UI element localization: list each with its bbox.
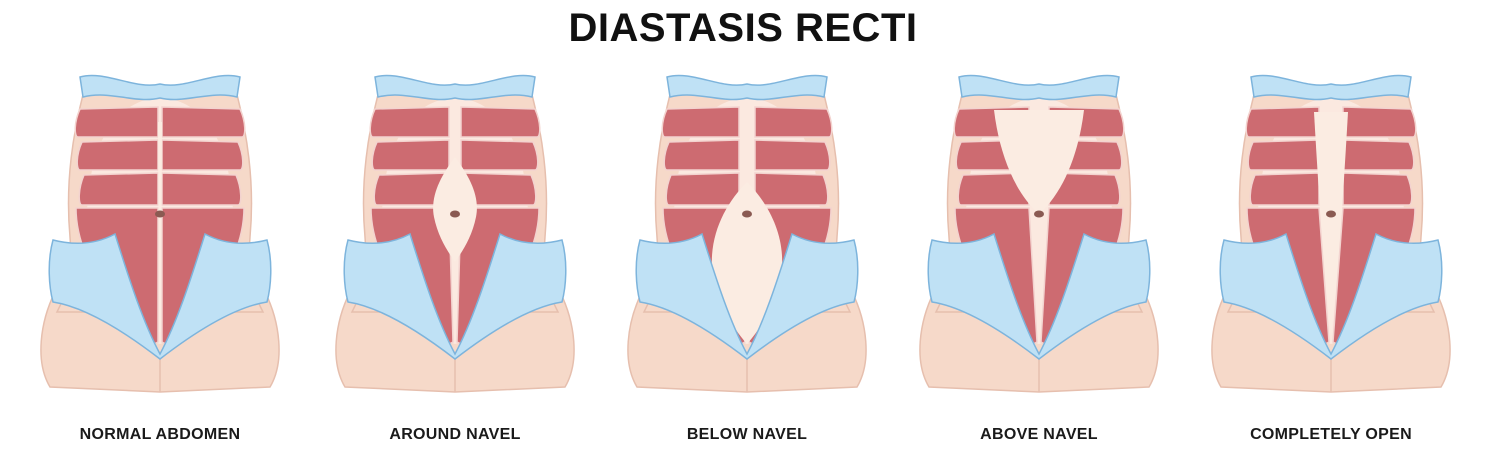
separation-gap bbox=[711, 182, 783, 344]
muscle-segment bbox=[371, 139, 450, 171]
muscle-segment bbox=[663, 139, 740, 171]
panel-label: NORMAL ABDOMEN bbox=[79, 426, 241, 443]
torso-below-navel-illustration bbox=[627, 74, 867, 393]
separation-gap bbox=[1314, 112, 1348, 337]
top-garment bbox=[958, 74, 1120, 101]
panel-below-navel: BELOW NAVEL bbox=[622, 62, 872, 462]
bottom-garment bbox=[1219, 232, 1443, 360]
muscle-segment bbox=[754, 139, 831, 171]
muscle-segment bbox=[754, 172, 829, 206]
bottom-garment bbox=[635, 232, 859, 360]
muscle-segment bbox=[665, 172, 740, 206]
top-garment bbox=[1250, 74, 1412, 101]
separation-gap bbox=[433, 157, 477, 262]
bottom-garment bbox=[48, 232, 272, 360]
muscle-segment bbox=[373, 172, 450, 206]
panel-label: AROUND NAVEL bbox=[389, 426, 521, 443]
muscle-segment bbox=[74, 106, 159, 138]
muscle-segment bbox=[460, 106, 541, 138]
muscle-segment bbox=[1249, 172, 1320, 206]
muscle-segment bbox=[460, 139, 539, 171]
panel-label: ABOVE NAVEL bbox=[980, 426, 1098, 443]
muscle-segment bbox=[1342, 172, 1413, 206]
top-garment bbox=[666, 74, 828, 101]
panel-label: BELOW NAVEL bbox=[686, 426, 808, 443]
top-garment bbox=[374, 74, 536, 101]
muscle-segment bbox=[78, 172, 159, 206]
panel-above-navel: ABOVE NAVEL bbox=[914, 62, 1164, 462]
muscle-segment bbox=[161, 139, 244, 171]
navel bbox=[1326, 210, 1336, 218]
separation-gap bbox=[994, 110, 1084, 214]
diagram-title: DIASTASIS RECTI bbox=[568, 6, 918, 50]
muscle-segment bbox=[369, 106, 450, 138]
muscle-segment bbox=[1247, 139, 1320, 171]
muscle-segment bbox=[1245, 106, 1320, 138]
muscle-segment bbox=[1048, 172, 1121, 206]
separation-gap bbox=[158, 122, 162, 332]
torso-normal-illustration bbox=[40, 74, 280, 393]
muscle-segment bbox=[161, 172, 242, 206]
panel-around-navel: AROUND NAVEL bbox=[330, 62, 580, 462]
panel-completely-open: COMPLETELY OPEN bbox=[1206, 62, 1456, 462]
navel bbox=[742, 210, 752, 218]
muscle-segment bbox=[76, 139, 159, 171]
panel-normal-abdomen: NORMAL ABDOMEN bbox=[35, 62, 285, 462]
muscle-segment bbox=[460, 172, 537, 206]
top-garment bbox=[79, 74, 241, 101]
navel bbox=[155, 210, 165, 218]
navel bbox=[1034, 210, 1044, 218]
muscle-segment bbox=[161, 106, 246, 138]
navel bbox=[450, 210, 460, 218]
torso-around-navel-illustration bbox=[335, 74, 575, 393]
muscle-segment bbox=[754, 106, 833, 138]
bottom-garment bbox=[343, 232, 567, 360]
muscle-segment bbox=[1342, 106, 1417, 138]
muscle-segment bbox=[661, 106, 740, 138]
torso-completely-open-illustration bbox=[1211, 74, 1451, 393]
muscle-segment bbox=[1342, 139, 1415, 171]
bottom-garment bbox=[927, 232, 1151, 360]
muscle-segment bbox=[957, 172, 1030, 206]
panel-label: COMPLETELY OPEN bbox=[1250, 426, 1412, 443]
torso-above-navel-illustration bbox=[919, 74, 1159, 393]
